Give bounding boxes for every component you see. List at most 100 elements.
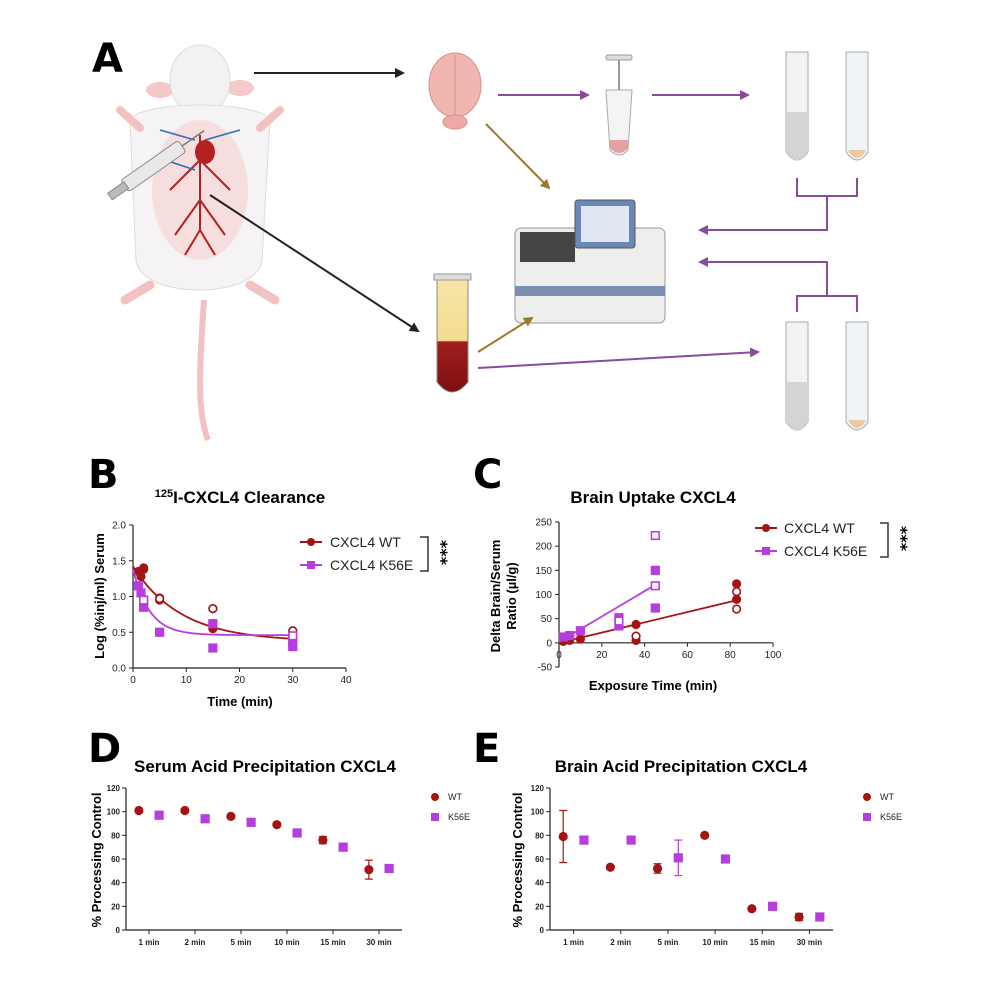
data-point [732, 579, 742, 589]
x-tick-label: 10 [181, 675, 193, 686]
chart-e-legend: WT K56E [863, 792, 902, 822]
data-point [768, 901, 778, 911]
y-tick-label: 20 [535, 902, 544, 911]
x-tick-label: 40 [639, 650, 651, 661]
x-tick-label: 2 min [185, 938, 206, 947]
data-point [318, 835, 328, 845]
y-tick-label: 200 [535, 542, 552, 553]
x-tick-label: 30 [287, 675, 299, 686]
data-point [154, 810, 164, 820]
y-tick-label: 0 [546, 638, 552, 649]
data-point [605, 862, 615, 872]
arrow-blood-to-counter [477, 316, 534, 353]
data-point [288, 641, 298, 652]
chart-b-ylabel: Log (%inj/ml) Serum [92, 533, 107, 659]
y-tick-label: 50 [541, 614, 553, 625]
y-tick-label: -50 [538, 663, 553, 674]
x-tick-label: 20 [596, 650, 608, 661]
y-tick-label: 60 [535, 855, 544, 864]
chart-d-ylabel: % Processing Control [89, 792, 104, 927]
y-tick-label: 1.5 [112, 556, 126, 567]
chart-d-title: Serum Acid Precipitation CXCL4 [134, 757, 397, 776]
y-tick-label: 80 [535, 831, 544, 840]
data-point [292, 828, 302, 838]
data-point [794, 912, 804, 922]
panel-d-label: D [88, 726, 121, 772]
data-point [139, 563, 149, 573]
chart-e-ylabel: % Processing Control [510, 792, 525, 927]
y-tick-label: 1.0 [112, 592, 126, 603]
data-point [180, 805, 190, 816]
data-point [384, 863, 394, 874]
chart-b-xlabel: Time (min) [207, 694, 273, 709]
blood-tube-icon [433, 273, 472, 393]
x-tick-label: 5 min [231, 938, 252, 947]
arrow-mouse-to-blood [209, 194, 420, 333]
data-point [338, 842, 348, 852]
x-tick-label: 100 [765, 650, 782, 661]
x-tick-label: 60 [682, 650, 694, 661]
y-tick-label: 250 [535, 518, 552, 529]
data-point [747, 904, 757, 914]
data-point [272, 820, 282, 830]
y-tick-label: 100 [107, 808, 121, 817]
y-tick-label: 0 [540, 926, 545, 935]
y-tick-label: 40 [535, 879, 544, 888]
y-tick-label: 100 [535, 590, 552, 601]
data-point [364, 865, 374, 875]
regression-line [558, 599, 737, 644]
y-tick-label: 20 [111, 902, 120, 911]
x-tick-label: 30 min [366, 938, 391, 947]
x-tick-label: 15 min [750, 938, 775, 947]
panel-e-label: E [473, 726, 500, 772]
data-point-open [732, 586, 742, 597]
legend-c-wt: CXCL4 WT [784, 520, 855, 536]
legend-e-k56e: K56E [880, 812, 902, 822]
data-point-open [650, 530, 660, 541]
x-tick-label: 20 [234, 675, 246, 686]
x-tick-label: 30 min [797, 938, 822, 947]
panel-a-label: A [92, 36, 123, 82]
y-tick-label: 0.0 [112, 664, 126, 675]
chart-c-legend: CXCL4 WT CXCL4 K56E *** [755, 520, 911, 559]
gamma-counter-icon [514, 199, 666, 324]
legend-b-k56e: CXCL4 K56E [330, 557, 413, 573]
y-tick-label: 2.0 [112, 521, 126, 532]
data-point-open [139, 595, 149, 605]
data-point-open [155, 594, 165, 604]
chart-e-title: Brain Acid Precipitation CXCL4 [555, 757, 808, 776]
y-tick-label: 40 [111, 879, 120, 888]
y-tick-label: 120 [107, 784, 121, 793]
x-tick-label: 0 [130, 675, 136, 686]
data-point [631, 619, 641, 630]
legend-d-wt: WT [448, 792, 462, 802]
data-point [815, 912, 825, 922]
chart-c-xlabel: Exposure Time (min) [589, 678, 717, 693]
data-point [226, 811, 236, 822]
chart-c-significance: *** [892, 526, 911, 552]
data-point [700, 830, 710, 840]
fit-curve [132, 569, 293, 636]
panel-b-label: B [88, 452, 119, 498]
regression-line [558, 584, 656, 643]
x-tick-label: 10 min [702, 938, 727, 947]
x-tick-label: 10 min [274, 938, 299, 947]
data-point [208, 643, 218, 653]
data-point-open [631, 631, 641, 641]
chart-c-ylabel-2: Ratio (µl/g) [504, 562, 519, 629]
y-tick-label: 0 [116, 926, 121, 935]
bracket-serum-tubes [700, 262, 858, 312]
data-point-open [650, 581, 660, 591]
chart-b-legend: CXCL4 WT CXCL4 K56E *** [300, 534, 451, 573]
homogenizer-icon [605, 54, 633, 156]
data-point [579, 835, 589, 845]
brain-icon [428, 52, 482, 130]
legend-c-k56e: CXCL4 K56E [784, 543, 867, 559]
x-tick-label: 1 min [139, 938, 160, 947]
x-tick-label: 1 min [563, 938, 584, 947]
data-point [720, 854, 731, 864]
x-tick-label: 0 [556, 650, 562, 661]
